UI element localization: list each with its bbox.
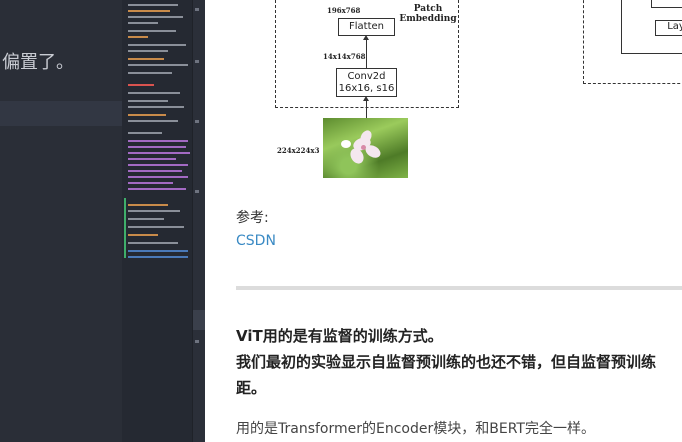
flower-image	[323, 118, 408, 178]
minimap[interactable]	[122, 0, 192, 442]
dim-224-label: 224x224x3	[277, 146, 320, 155]
editor-line-text[interactable]: 偏置了。	[2, 52, 74, 73]
minimap-line	[128, 58, 164, 60]
scrollbar-thumb[interactable]	[193, 310, 206, 330]
petal	[363, 142, 383, 161]
minimap-line	[128, 44, 186, 46]
flower-center	[361, 145, 366, 150]
patch-embedding-box	[275, 0, 459, 108]
minimap-line	[128, 10, 170, 12]
encoder-box	[583, 0, 682, 84]
minimap-line	[128, 30, 176, 32]
conv2d-node: Conv2d 16x16, s16	[336, 68, 397, 97]
minimap-line	[128, 64, 188, 66]
minimap-line	[128, 152, 190, 154]
patch-embedding-label: Patch Embedding	[399, 4, 457, 24]
minimap-line	[128, 146, 186, 148]
dim-196-label: 196x768	[327, 6, 361, 15]
conv2d-title: Conv2d	[347, 71, 386, 82]
scroll-marker	[195, 60, 199, 63]
arrow-line	[366, 40, 367, 68]
minimap-line	[128, 100, 168, 102]
minimap-line	[128, 50, 168, 52]
bold-paragraph-line-1: ViT用的是有监督的训练方式。	[236, 327, 443, 345]
scroll-marker	[195, 8, 199, 11]
current-line-highlight	[0, 101, 122, 126]
minimap-line	[128, 210, 180, 212]
minimap-line	[128, 234, 158, 236]
scroll-marker	[195, 120, 199, 123]
petal	[341, 140, 351, 148]
minimap-line	[128, 158, 176, 160]
layer-node: Lay	[655, 20, 682, 36]
csdn-link[interactable]: CSDN	[236, 233, 276, 249]
minimap-line	[128, 114, 166, 116]
encoder-block-node	[651, 0, 682, 8]
minimap-line	[128, 106, 184, 108]
arrow-line	[366, 100, 367, 118]
paragraph-text: 用的是Transformer的Encoder模块，和BERT完全一样。	[236, 421, 595, 437]
editor-pane[interactable]: 偏置了。	[0, 0, 122, 442]
minimap-line	[128, 132, 162, 134]
minimap-line	[128, 120, 178, 122]
markdown-preview[interactable]: Lay 196x768 Flatten Patch Embedding 14x1…	[205, 0, 682, 442]
scroll-marker	[195, 190, 199, 193]
minimap-line	[128, 176, 188, 178]
minimap-line	[128, 170, 182, 172]
reference-label: 参考:	[236, 210, 269, 226]
minimap-line	[128, 92, 180, 94]
scroll-marker	[195, 340, 199, 343]
arrow-up-icon	[363, 35, 369, 40]
minimap-line	[128, 16, 183, 18]
minimap-line	[128, 256, 188, 258]
minimap-line	[128, 218, 164, 220]
conv2d-params: 16x16, s16	[338, 83, 395, 94]
minimap-line	[128, 72, 172, 74]
horizontal-rule	[236, 286, 682, 290]
bold-paragraph-line-3: 距。	[236, 379, 267, 397]
minimap-line	[128, 4, 178, 6]
minimap-line	[128, 164, 188, 166]
arrow-up-icon	[363, 96, 369, 101]
minimap-line	[128, 250, 188, 252]
minimap-git-marker	[124, 198, 126, 258]
minimap-line	[128, 226, 184, 228]
minimap-line	[128, 22, 158, 24]
minimap-line	[128, 84, 154, 86]
flatten-node: Flatten	[338, 18, 395, 36]
bold-paragraph-line-2: 我们最初的实验显示自监督预训练的也还不错，但自监督预训练	[236, 353, 657, 371]
minimap-line	[128, 140, 188, 142]
dim-14-label: 14x14x768	[323, 52, 366, 61]
minimap-line	[128, 204, 168, 206]
minimap-line	[128, 182, 173, 184]
minimap-line	[128, 242, 178, 244]
minimap-line	[128, 36, 148, 38]
encoder-inner-box	[621, 0, 682, 54]
vertical-scrollbar[interactable]	[192, 0, 206, 442]
minimap-line	[128, 188, 186, 190]
